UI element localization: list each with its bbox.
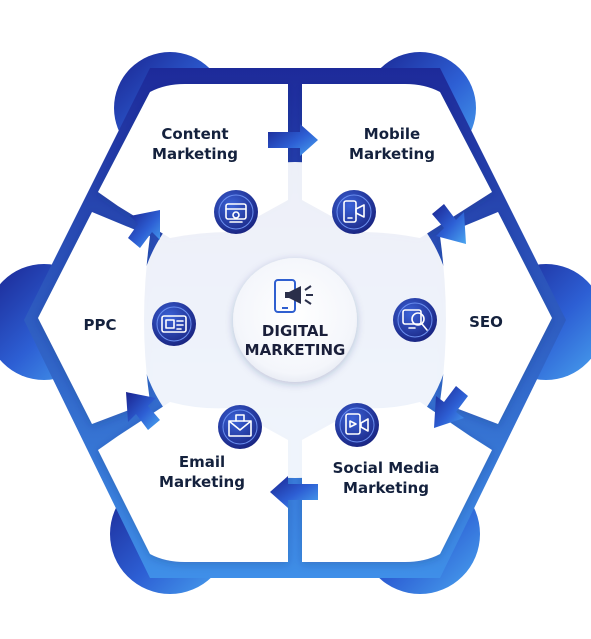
segment-icons <box>152 190 437 449</box>
icon-badge-circle <box>218 405 262 449</box>
segment-label-seo: SEO <box>469 313 503 331</box>
flow-arrows <box>126 124 468 508</box>
mobile-megaphone-icon <box>332 190 376 234</box>
video-post-icon <box>335 403 379 447</box>
icon-badge-circle <box>332 190 376 234</box>
segment-label-line: Marketing <box>152 145 238 163</box>
segment-label-line: Email <box>179 453 225 471</box>
segment-label-line: Marketing <box>159 473 245 491</box>
ad-banner-icon <box>152 302 196 346</box>
icon-badge-ring <box>218 194 254 230</box>
plate-ppc <box>38 212 150 424</box>
web-content-icon <box>214 190 258 234</box>
arrow-email-to-ppc <box>126 392 160 430</box>
center-circle <box>233 258 357 382</box>
segment-label-ppc: PPC <box>84 316 117 334</box>
icon-badge-ring <box>336 194 372 230</box>
arrow-ppc-to-content <box>128 210 160 248</box>
arrow-social-to-email <box>270 476 318 508</box>
segment-label-line: Marketing <box>343 479 429 497</box>
icon-badge-ring <box>339 407 375 443</box>
segment-label-line: SEO <box>469 313 503 331</box>
segment-label-line: Mobile <box>364 125 420 143</box>
arrow-seo-to-social <box>434 386 468 428</box>
segment-plates <box>38 84 552 562</box>
plate-seo <box>440 212 552 424</box>
arrow-content-to-mobile <box>268 124 318 156</box>
icon-badge-circle <box>335 403 379 447</box>
center-node: DIGITAL MARKETING <box>233 258 357 382</box>
center-title-line2: MARKETING <box>245 341 346 359</box>
icon-badge-ring <box>222 409 258 445</box>
megaphone-phone-icon <box>274 279 313 313</box>
segment-label-line: Social Media <box>333 459 440 477</box>
envelope-icon <box>218 405 262 449</box>
arrow-mobile-to-seo <box>432 204 466 244</box>
segment-label-line: PPC <box>84 316 117 334</box>
segment-label-line: Content <box>161 125 228 143</box>
icon-badge-ring <box>156 306 192 342</box>
icon-badge-ring <box>397 302 433 338</box>
icon-badge-circle <box>393 298 437 342</box>
center-title-line1: DIGITAL <box>262 322 329 340</box>
seo-magnifier-icon <box>393 298 437 342</box>
segment-label-line: Marketing <box>349 145 435 163</box>
